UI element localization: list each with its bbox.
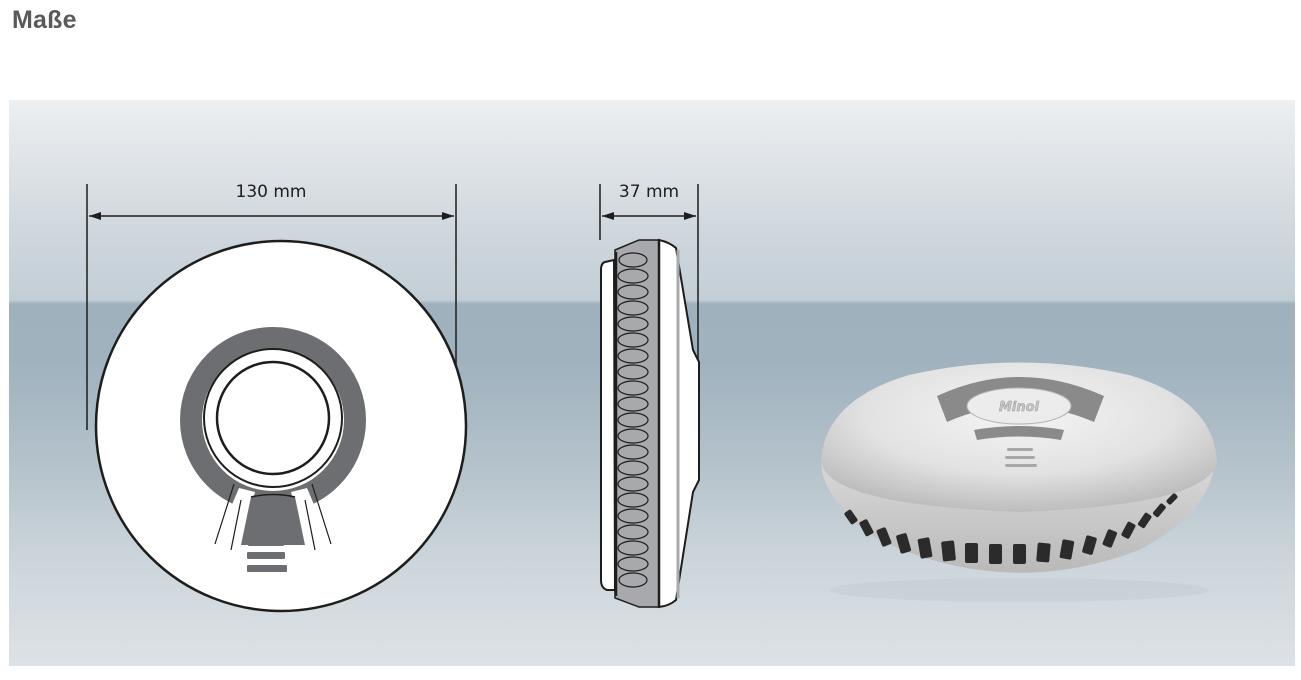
height-dimension-label: 37 mm	[619, 182, 679, 202]
width-dimension-label: 130 mm	[236, 182, 307, 202]
brand-logo-text: Minol	[999, 400, 1040, 415]
front-view-drawing: 130 mm	[86, 182, 468, 613]
side-view-drawing: 37 mm	[599, 182, 700, 609]
dimensions-figure: 130 mm	[9, 100, 1295, 666]
product-photo: Minol	[821, 362, 1217, 602]
page-title: Maße	[12, 6, 77, 34]
